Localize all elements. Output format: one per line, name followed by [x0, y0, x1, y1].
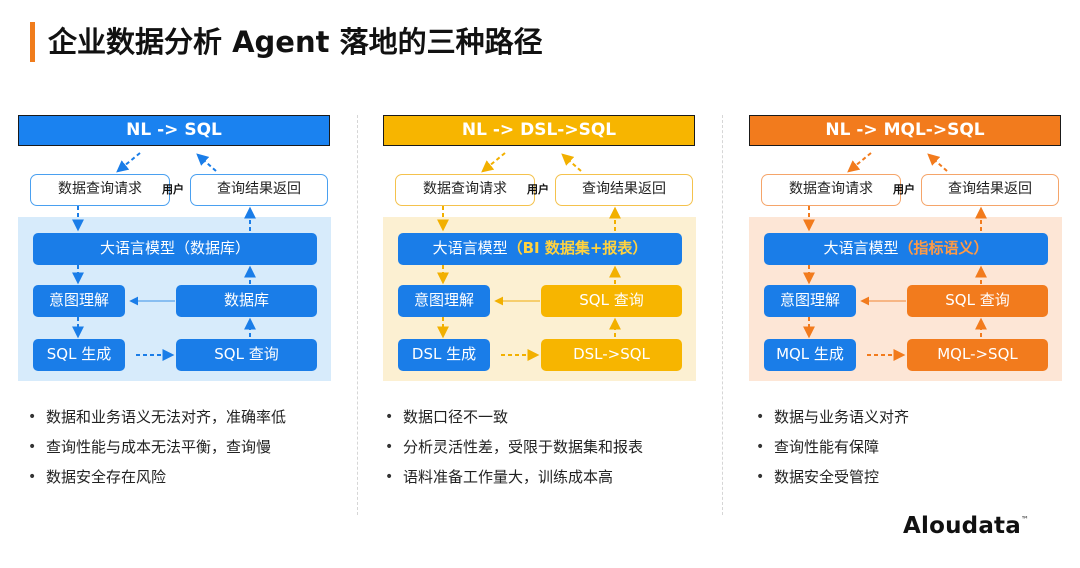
llm-label: 大语言模型 — [99, 239, 175, 257]
user-label: 用户 — [527, 183, 549, 196]
path-panel-nl-mql-sql: NL -> MQL->SQL 数据查询请求 用户 查询结果返回 大语言模型（指标… — [749, 113, 1063, 413]
llm-bar: 大语言模型（数据库） — [33, 233, 317, 265]
llm-highlight: （数据库） — [175, 239, 251, 257]
bullet-list-nl-dsl-sql: 数据口径不一致 分析灵活性差，受限于数据集和报表 语料准备工作量大，训练成本高 — [381, 402, 643, 492]
list-item: 数据和业务语义无法对齐，准确率低 — [24, 402, 286, 432]
llm-highlight: （BI 数据集+报表） — [507, 239, 648, 257]
intent-box: 意图理解 — [764, 285, 856, 317]
column-divider — [357, 115, 358, 515]
mql-to-sql-box: MQL->SQL — [907, 339, 1048, 371]
path-panel-nl-dsl-sql: NL -> DSL->SQL 数据查询请求 用户 查询结果返回 大语言模型（BI… — [383, 113, 697, 413]
database-box: 数据库 — [176, 285, 317, 317]
path-header: NL -> SQL — [18, 115, 330, 146]
llm-highlight: （指标语义） — [898, 239, 989, 257]
flow-arrows — [72, 152, 256, 361]
path-header: NL -> DSL->SQL — [383, 115, 695, 146]
result-return-box: 查询结果返回 — [555, 174, 693, 206]
path-panel-nl-sql: NL -> SQL 数据查询请求 用户 查询结果返回 大语言模型（数据库） 意图… — [18, 113, 332, 413]
query-request-box: 数据查询请求 — [30, 174, 170, 206]
query-request-box: 数据查询请求 — [395, 174, 535, 206]
flow-arrows — [437, 152, 621, 361]
sql-query-box: SQL 查询 — [907, 285, 1048, 317]
list-item: 分析灵活性差，受限于数据集和报表 — [381, 432, 643, 462]
flow-arrows — [803, 152, 987, 361]
brand-logo: Aloudata™ — [903, 513, 1029, 539]
sql-query-box: SQL 查询 — [176, 339, 317, 371]
trademark-mark: ™ — [1020, 515, 1030, 524]
list-item: 数据安全受管控 — [752, 462, 909, 492]
llm-label: 大语言模型 — [823, 239, 899, 257]
mql-generate-box: MQL 生成 — [764, 339, 856, 371]
list-item: 查询性能与成本无法平衡，查询慢 — [24, 432, 286, 462]
column-divider — [722, 115, 723, 515]
title-accent-bar — [30, 22, 35, 62]
bullet-list-nl-mql-sql: 数据与业务语义对齐 查询性能有保障 数据安全受管控 — [752, 402, 909, 492]
llm-bar: 大语言模型（指标语义） — [764, 233, 1048, 265]
sql-query-box: SQL 查询 — [541, 285, 682, 317]
list-item: 数据口径不一致 — [381, 402, 643, 432]
list-item: 数据与业务语义对齐 — [752, 402, 909, 432]
intent-box: 意图理解 — [398, 285, 490, 317]
bullet-list-nl-sql: 数据和业务语义无法对齐，准确率低 查询性能与成本无法平衡，查询慢 数据安全存在风… — [24, 402, 286, 492]
page-title: 企业数据分析 Agent 落地的三种路径 — [48, 25, 543, 59]
path-header: NL -> MQL->SQL — [749, 115, 1061, 146]
intent-box: 意图理解 — [33, 285, 125, 317]
list-item: 数据安全存在风险 — [24, 462, 286, 492]
query-request-box: 数据查询请求 — [761, 174, 901, 206]
sql-generate-box: SQL 生成 — [33, 339, 125, 371]
dsl-generate-box: DSL 生成 — [398, 339, 490, 371]
user-label: 用户 — [893, 183, 915, 196]
user-label: 用户 — [162, 183, 184, 196]
result-return-box: 查询结果返回 — [190, 174, 328, 206]
list-item: 语料准备工作量大，训练成本高 — [381, 462, 643, 492]
llm-bar: 大语言模型（BI 数据集+报表） — [398, 233, 682, 265]
dsl-to-sql-box: DSL->SQL — [541, 339, 682, 371]
logo-text: Aloudata — [903, 513, 1021, 539]
list-item: 查询性能有保障 — [752, 432, 909, 462]
llm-label: 大语言模型 — [432, 239, 508, 257]
result-return-box: 查询结果返回 — [921, 174, 1059, 206]
